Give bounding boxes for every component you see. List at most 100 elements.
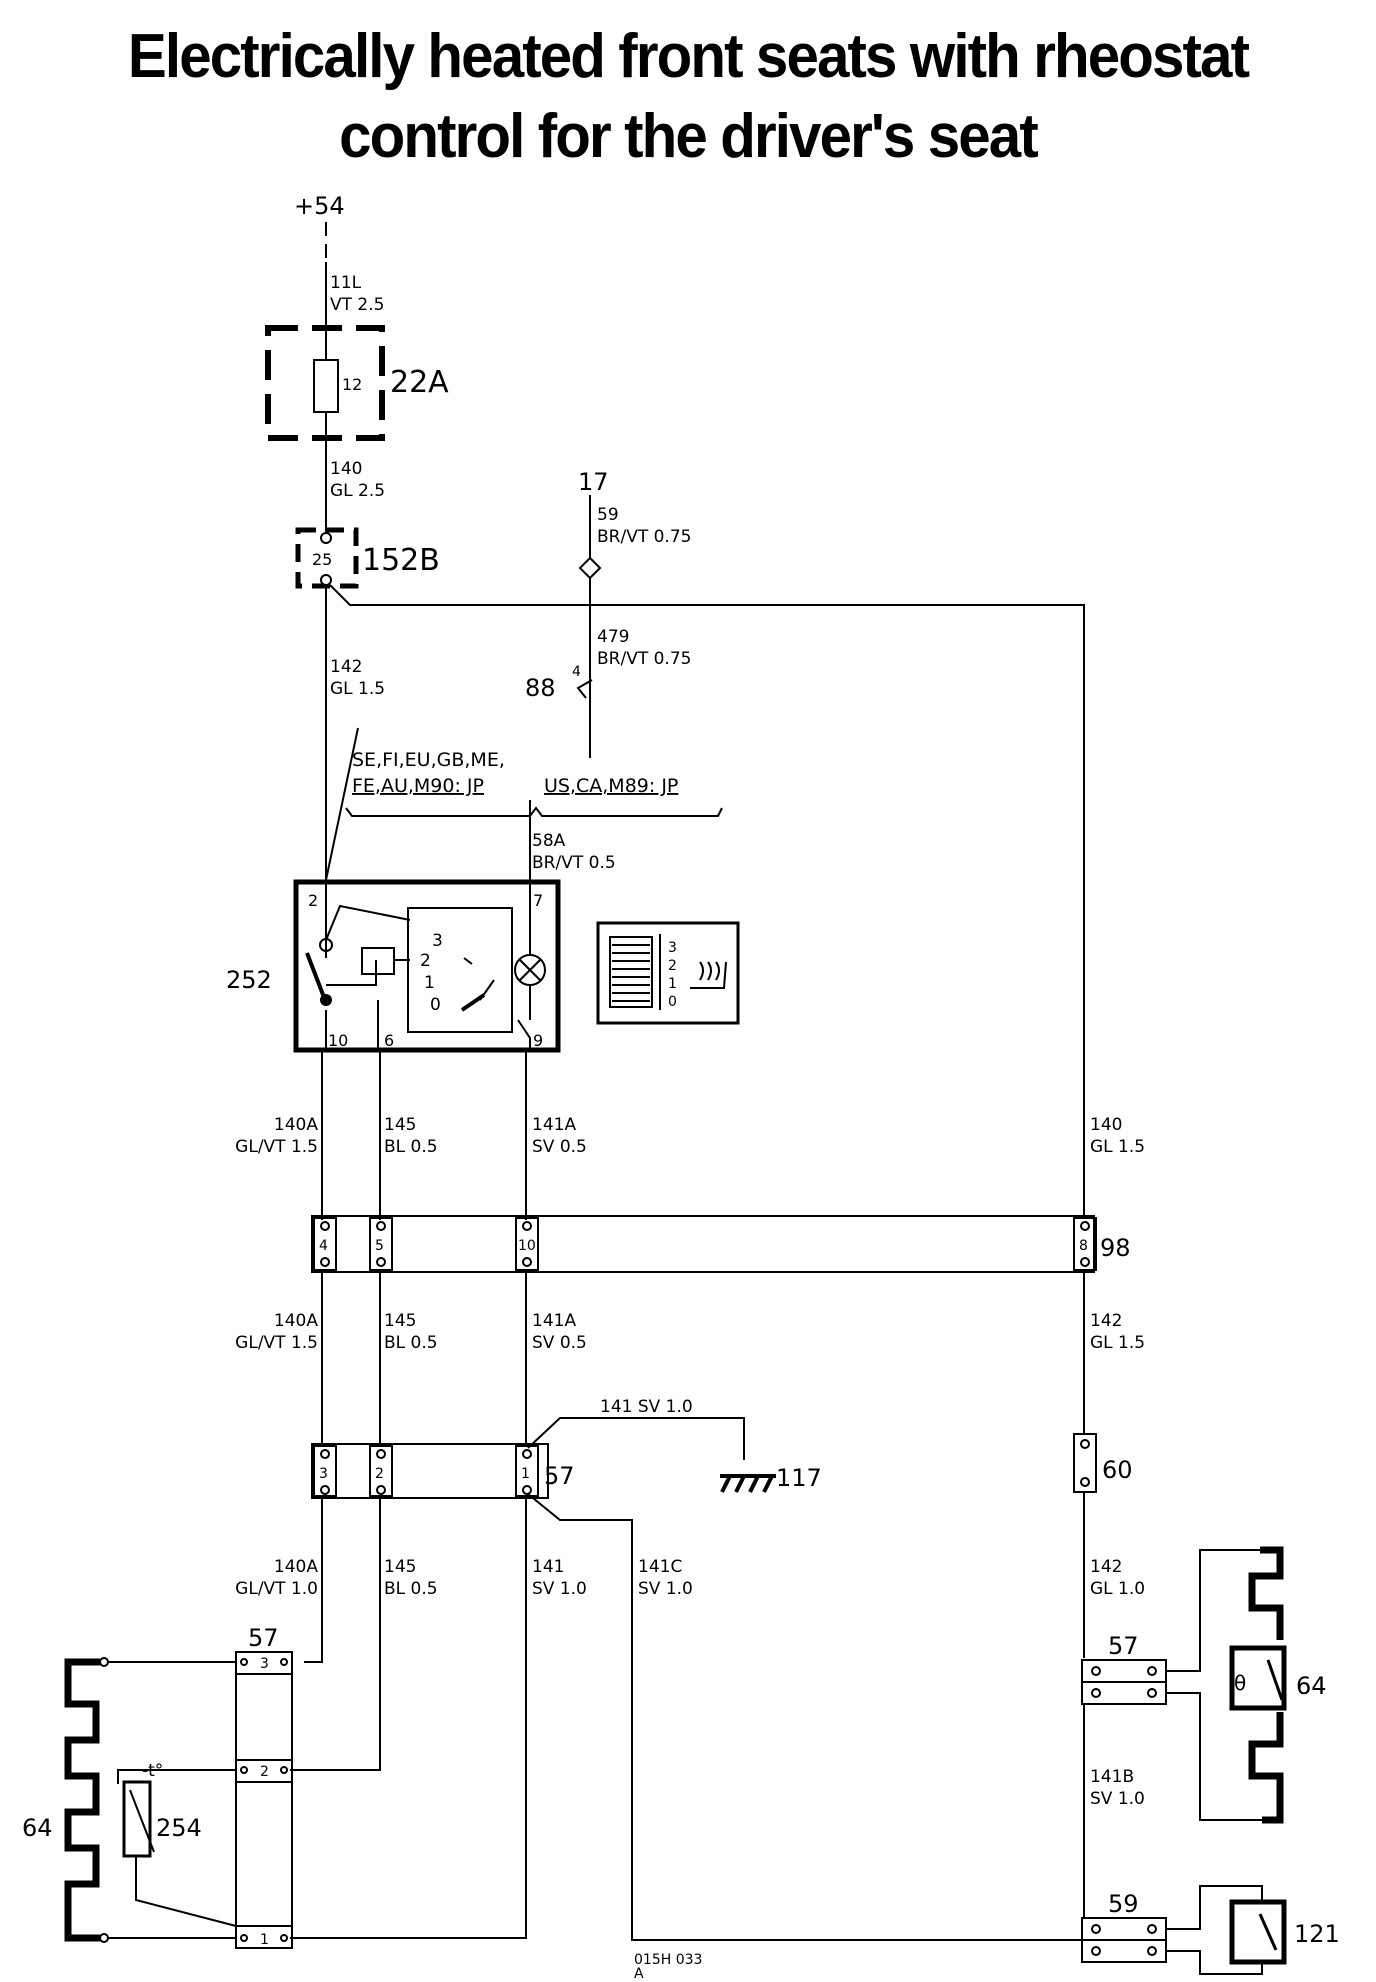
- switch-pin-9: 9: [533, 1031, 543, 1050]
- ground-117-symbol: [720, 1474, 776, 1493]
- heater-element-left: [64, 1657, 236, 1943]
- thermostat-symbol: θ: [1234, 1671, 1246, 1695]
- c98-pin-4: 4: [319, 1238, 328, 1254]
- wire-140a-2-id: 140A: [274, 1311, 318, 1331]
- wire-479-spec: BR/VT 0.75: [597, 649, 691, 669]
- wire-140a-3-spec: GL/VT 1.0: [235, 1579, 318, 1599]
- rheostat-temp-label: -t°: [142, 1761, 163, 1781]
- connector-98: [311, 1215, 1097, 1273]
- connector-59-label: 59: [1108, 1890, 1139, 1918]
- wire-142-id: 142: [330, 657, 362, 677]
- c98-label: 98: [1100, 1234, 1131, 1262]
- c57-pin-1: 1: [521, 1466, 530, 1482]
- c57-label: 57: [544, 1462, 575, 1490]
- wire-141c: [527, 1493, 1084, 1941]
- wire-141a-1-id: 141A: [532, 1115, 576, 1135]
- legend-2: 2: [668, 958, 677, 974]
- fuse-box-label: 22A: [390, 365, 449, 400]
- wire-142-3-spec: GL 1.0: [1090, 1579, 1145, 1599]
- term-17-label: 17: [578, 468, 609, 496]
- wire-141a-1-spec: SV 0.5: [532, 1137, 587, 1157]
- legend-0: 0: [668, 994, 677, 1010]
- wire-141b-spec: SV 1.0: [1090, 1789, 1145, 1809]
- wire-140a-2-spec: GL/VT 1.5: [235, 1333, 318, 1353]
- fuse-number: 12: [342, 375, 362, 394]
- wire-142-3-id: 142: [1090, 1557, 1122, 1577]
- right-connector-57: [1081, 1659, 1167, 1705]
- seat-pin-2: 2: [260, 1764, 269, 1780]
- wire-140a-1-id: 140A: [274, 1115, 318, 1135]
- wire-140-2-spec: GL 1.5: [1090, 1137, 1145, 1157]
- market-left-b: FE,AU,M90: JP: [352, 775, 484, 797]
- wire-141-sv10: [290, 1498, 527, 1939]
- wire-141c-spec: SV 1.0: [638, 1579, 693, 1599]
- switch-pos-0: 0: [430, 995, 441, 1015]
- wire-141-sv-label: 141 SV 1.0: [600, 1397, 693, 1417]
- seat-connector-57: [235, 1651, 293, 1949]
- wire-145-1-id: 145: [384, 1115, 416, 1135]
- wire-140a-1-spec: GL/VT 1.5: [235, 1137, 318, 1157]
- fuse-box-22a: [265, 325, 385, 441]
- conn-152b-pin: 25: [312, 550, 332, 569]
- relay-label: 121: [1294, 1920, 1340, 1948]
- term-88-bracket: [576, 679, 593, 699]
- legend-1: 1: [668, 976, 677, 992]
- heater-left-label: 64: [22, 1814, 53, 1842]
- wire-142-2-id: 142: [1090, 1311, 1122, 1331]
- legend-3: 3: [668, 940, 677, 956]
- seat-connector-57-label: 57: [248, 1624, 279, 1652]
- switch-pin-2: 2: [308, 891, 318, 910]
- switch-pin-6: 6: [384, 1031, 394, 1050]
- wire-140a-3-id: 140A: [274, 1557, 318, 1577]
- right-connector-57-label: 57: [1108, 1632, 1139, 1660]
- wire-141b-id: 141B: [1090, 1767, 1134, 1787]
- diagram-title-line-1: Electrically heated front seats with rhe…: [127, 22, 1250, 91]
- wire-141-id: 141: [532, 1557, 564, 1577]
- market-left-wire: [325, 727, 359, 881]
- wire-142-spec: GL 1.5: [330, 679, 385, 699]
- wire-479-id: 479: [597, 627, 629, 647]
- c57-pin-3: 3: [319, 1466, 328, 1482]
- switch-252: [293, 879, 561, 1053]
- conn-152b-label: 152B: [362, 543, 440, 578]
- c60-label: 60: [1102, 1456, 1133, 1484]
- c57-pin-2: 2: [375, 1466, 384, 1482]
- c98-pin-10: 10: [518, 1238, 536, 1254]
- supply-label: +54: [294, 192, 345, 220]
- wire-59-id: 59: [597, 505, 619, 525]
- wire-145-2-spec: BL 0.5: [384, 1333, 438, 1353]
- c98-pin-8: 8: [1079, 1238, 1088, 1254]
- switch-pin-7: 7: [533, 891, 543, 910]
- ground-label: 117: [776, 1464, 822, 1492]
- connector-57: [311, 1443, 549, 1499]
- switch-pos-1: 1: [424, 973, 435, 993]
- seat-pin-1: 1: [260, 1932, 269, 1948]
- term-88-pin: 4: [572, 664, 581, 680]
- wire-59-spec: BR/VT 0.75: [597, 527, 691, 547]
- heater-element-right: [1166, 1546, 1287, 1824]
- connector-59: [1081, 1917, 1167, 1963]
- relay-121: [1166, 1885, 1287, 1975]
- rheostat-254: [117, 1769, 237, 1927]
- market-right: US,CA,M89: JP: [544, 775, 678, 797]
- wire-140-right: [329, 584, 1085, 1215]
- wire-140-spec: GL 2.5: [330, 481, 385, 501]
- wire-140-2-id: 140: [1090, 1115, 1122, 1135]
- wire-145-3-id: 145: [384, 1557, 416, 1577]
- wire-142-2-spec: GL 1.5: [1090, 1333, 1145, 1353]
- switch-pos-2: 2: [420, 951, 431, 971]
- wire-141a-2-spec: SV 0.5: [532, 1333, 587, 1353]
- wire-11l-id: 11L: [330, 273, 362, 293]
- diamond-connector: [578, 556, 602, 580]
- connector-60: [1073, 1433, 1097, 1493]
- term-88-label: 88: [525, 674, 556, 702]
- c98-pin-5: 5: [375, 1238, 384, 1254]
- rheostat-label: 254: [156, 1814, 202, 1842]
- diagram-title-line-2: control for the driver's seat: [339, 102, 1039, 171]
- market-left-a: SE,FI,EU,GB,ME,: [352, 749, 505, 771]
- market-brace: [345, 806, 723, 817]
- wire-140-id: 140: [330, 459, 362, 479]
- wire-141-spec: SV 1.0: [532, 1579, 587, 1599]
- wire-58a-id: 58A: [532, 831, 566, 851]
